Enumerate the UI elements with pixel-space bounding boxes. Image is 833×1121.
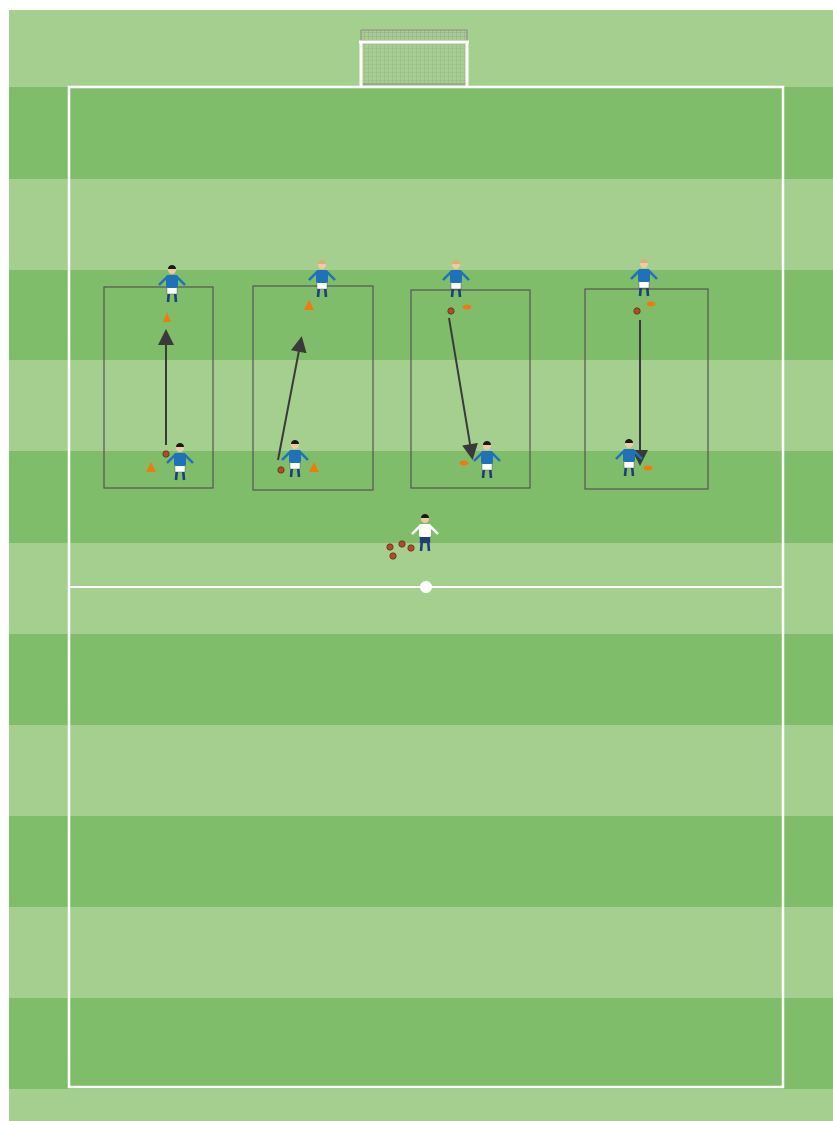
cone-5 <box>463 305 472 310</box>
ball-2 <box>278 467 284 473</box>
grass-stripe <box>9 816 833 907</box>
goal <box>359 30 469 86</box>
grass-stripes <box>9 10 833 1121</box>
cone-7 <box>647 302 656 307</box>
ball-4 <box>634 308 640 314</box>
spare-ball-2 <box>399 541 405 547</box>
centre-spot <box>420 581 432 593</box>
grass-stripe <box>9 179 833 270</box>
grass-stripe <box>9 360 833 451</box>
spare-ball-1 <box>387 544 393 550</box>
grass-stripe <box>9 725 833 816</box>
grass-stripe <box>9 907 833 998</box>
grass-stripe <box>9 998 833 1089</box>
cone-8 <box>644 466 653 471</box>
ball-1 <box>163 451 169 457</box>
cone-6 <box>460 461 469 466</box>
grass-stripe <box>9 270 833 360</box>
ball-3 <box>448 308 454 314</box>
spare-ball-4 <box>390 553 396 559</box>
grass-stripe <box>9 1089 833 1121</box>
grass-stripe <box>9 87 833 179</box>
spare-ball-3 <box>408 545 414 551</box>
grass-stripe <box>9 634 833 725</box>
